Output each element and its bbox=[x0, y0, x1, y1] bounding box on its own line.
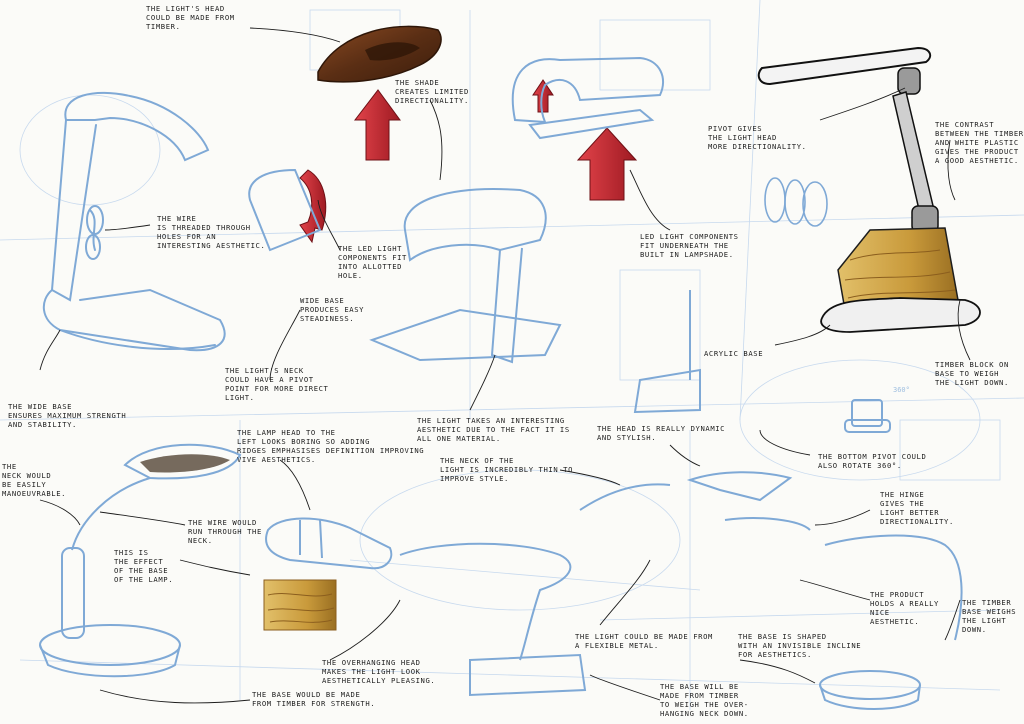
sketch-ridged-head bbox=[265, 517, 393, 570]
note-lamp-head-ridges: The lamp head to the left looks boring s… bbox=[237, 428, 425, 464]
note-wire-holes: The wire is threaded through holes for a… bbox=[157, 214, 266, 250]
sketch-overhang-lamps bbox=[399, 471, 793, 697]
sketch-hood-shade bbox=[248, 56, 665, 252]
note-shade-directionality: The shade creates limited directionality… bbox=[395, 78, 469, 105]
degree-mark: 360° bbox=[893, 386, 910, 394]
note-base-timber-strength: The base would be made from timber for s… bbox=[252, 690, 376, 708]
note-pivot-directionality: Pivot gives the light head more directio… bbox=[708, 124, 807, 151]
note-timber-contrast: The contrast between the timber and whit… bbox=[935, 120, 1024, 165]
sketch-one-material-lamp bbox=[369, 188, 562, 364]
note-led-under-lampshade: LED light components fit underneath the … bbox=[640, 232, 739, 259]
note-timber-block: Timber block on base to weigh the light … bbox=[935, 360, 1009, 387]
sketch-walnut-shade bbox=[317, 25, 442, 83]
note-wide-base-easy: Wide base produces easy steadiness. bbox=[300, 296, 365, 323]
red-arrows bbox=[299, 79, 638, 244]
note-nice-aesthetic: The product holds a really nice aestheti… bbox=[870, 590, 939, 626]
note-neck-thin: The neck of the light is incredibly thin… bbox=[440, 456, 574, 483]
note-flexible-metal: The light could be made from a flexible … bbox=[575, 632, 713, 650]
sketch-gooseneck-lamp bbox=[39, 443, 242, 678]
note-hinge-direction: The hinge gives the light better directi… bbox=[880, 490, 954, 526]
sketch-timber-desk-lamp bbox=[757, 46, 981, 333]
leader-lines bbox=[39, 27, 971, 704]
note-acrylic-base: Acrylic base bbox=[704, 349, 764, 358]
note-neck-pivot: The light's neck could have a pivot poin… bbox=[225, 366, 329, 402]
note-timber-base-weighs: The timber base weighs the light down. bbox=[962, 598, 1017, 634]
sketch-arc-lamp bbox=[724, 517, 963, 710]
note-bottom-pivot: The bottom pivot could also rotate 360°. bbox=[818, 452, 927, 470]
timber-swatch bbox=[263, 579, 337, 631]
note-overhanging-head: The overhanging head makes the light loo… bbox=[322, 658, 436, 685]
note-base-incline: The base is shaped with an invisible inc… bbox=[738, 632, 862, 659]
sketch-curved-lamp bbox=[42, 91, 226, 352]
gooseneck-shade-fill bbox=[140, 454, 230, 473]
note-led-components-hole: The LED light components fit into allott… bbox=[338, 244, 407, 280]
note-neck-manoeuvrable: The neck would be easily manoeuvrable. bbox=[2, 462, 67, 498]
note-one-material: The light takes an interesting aesthetic… bbox=[417, 416, 570, 443]
note-effect-of-base: This is the effect of the base of the la… bbox=[114, 548, 174, 584]
note-light-head-timber: The light's head could be made from timb… bbox=[146, 4, 235, 31]
note-head-dynamic: The head is really dynamic and stylish. bbox=[597, 424, 726, 442]
sketch-pivot-stand bbox=[633, 290, 891, 433]
note-wide-base-stability: The wide base ensures maximum strength a… bbox=[8, 402, 127, 429]
note-base-timber-weigh: The base will be made from timber to wei… bbox=[660, 682, 749, 718]
note-wire-through-neck: The wire would run through the neck. bbox=[188, 518, 262, 545]
